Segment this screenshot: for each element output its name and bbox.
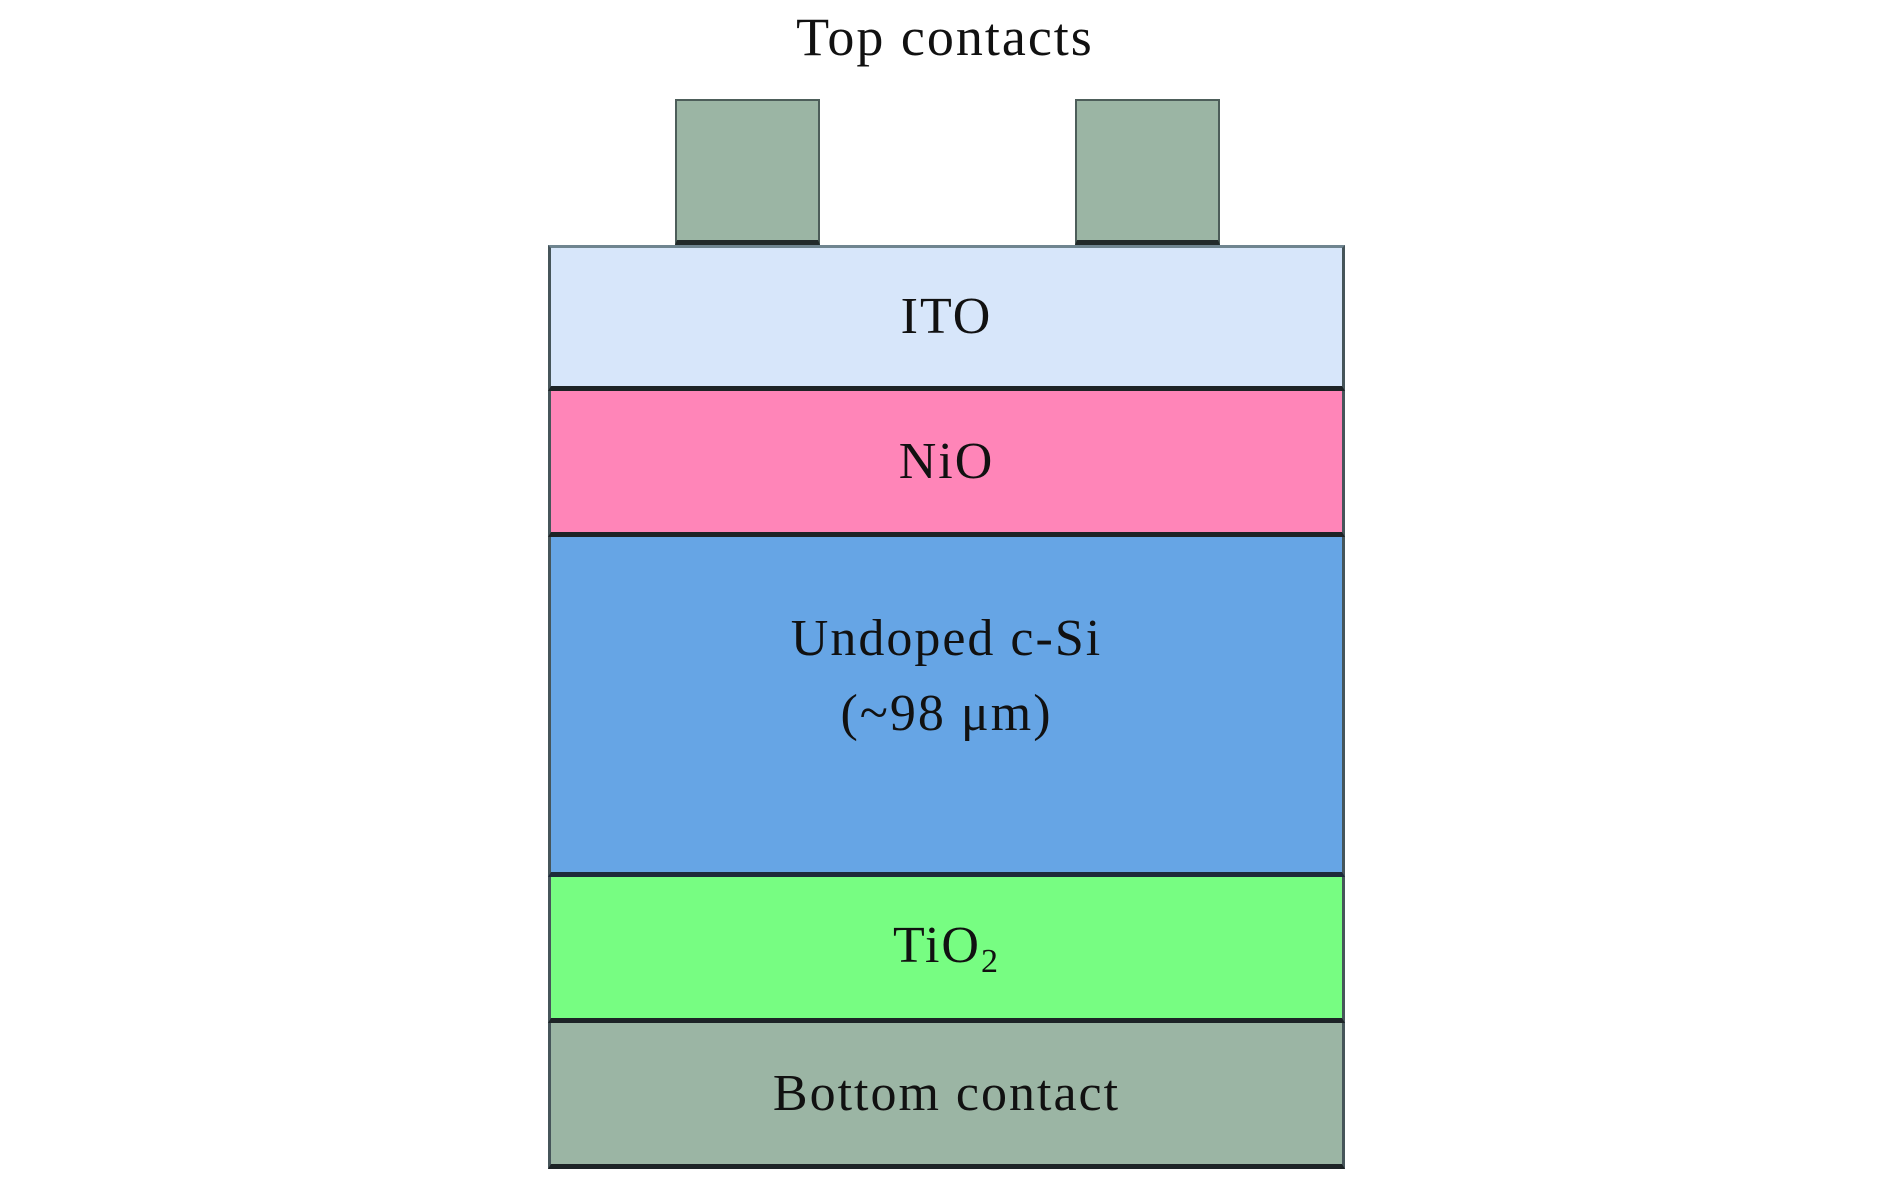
layer-ito-label: ITO bbox=[900, 288, 993, 346]
layer-nio: NiO bbox=[548, 391, 1345, 537]
layer-tio2: TiO2 bbox=[548, 877, 1345, 1023]
layer-bottom-contact-label: Bottom contact bbox=[772, 1064, 1121, 1122]
top-contacts-label: Top contacts bbox=[796, 7, 1094, 67]
layer-nio-label: NiO bbox=[898, 432, 995, 490]
layer-c-si-thickness: (~98 μm) bbox=[840, 685, 1053, 743]
layer-bottom-contact: Bottom contact bbox=[548, 1023, 1345, 1169]
layer-ito: ITO bbox=[548, 245, 1345, 391]
top-contact-right bbox=[1075, 99, 1220, 245]
top-contact-left bbox=[675, 99, 820, 245]
layer-tio2-subscript: 2 bbox=[980, 943, 1000, 981]
layer-c-si-label: Undoped c-Si bbox=[790, 610, 1103, 667]
layer-tio2-label: TiO bbox=[893, 917, 981, 975]
layer-c-si: Undoped c-Si (~98 μm) bbox=[548, 537, 1345, 877]
